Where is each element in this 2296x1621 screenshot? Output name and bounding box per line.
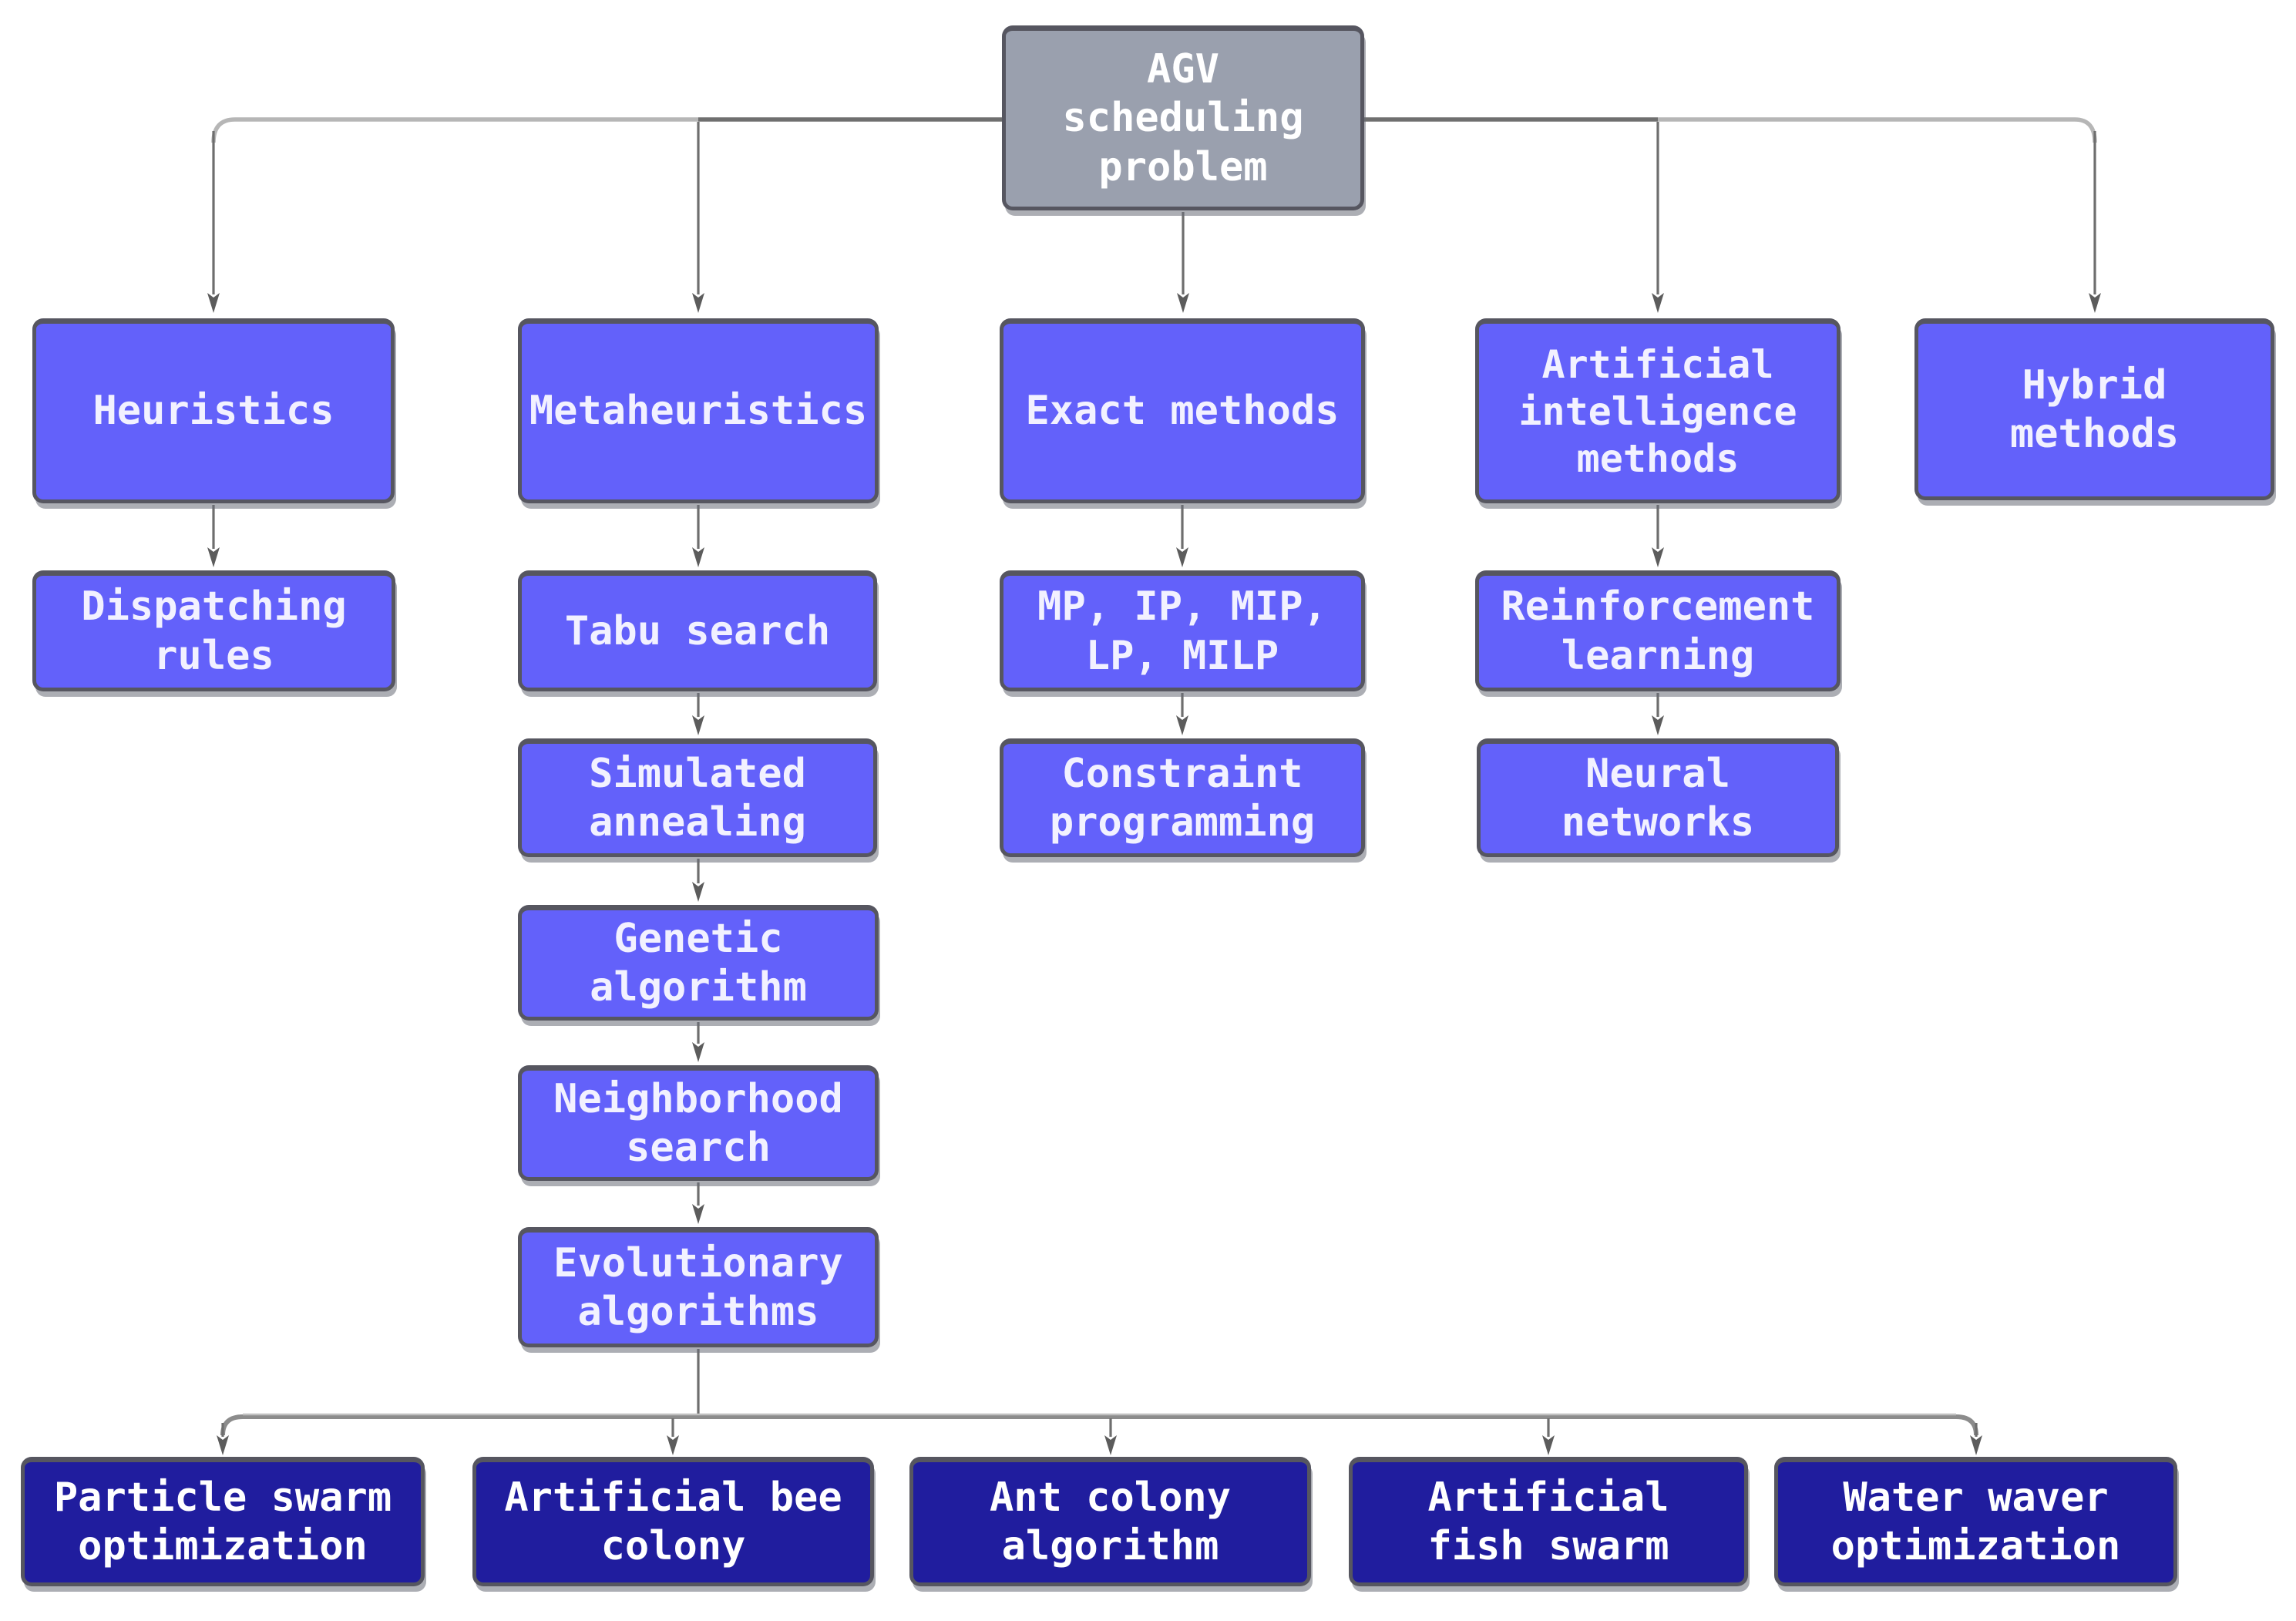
node-water-waver-optimization: Water waver optimization [1774,1457,2177,1586]
node-genetic-algorithm: Genetic algorithm [518,905,879,1021]
node-artificial-bee-colony: Artificial bee colony [472,1457,874,1586]
node-ant-colony-algorithm: Ant colony algorithm [909,1457,1311,1586]
node-dispatching-rules: Dispatching rules [32,570,395,691]
node-mp-ip-mip-lp-milp: MP, IP, MIP, LP, MILP [1000,570,1365,691]
node-evolutionary-algorithms: Evolutionary algorithms [518,1227,879,1347]
node-reinforcement-learning: Reinforcement learning [1475,570,1840,691]
node-heuristics: Heuristics [32,318,395,503]
node-particle-swarm-optimization: Particle swarm optimization [21,1457,425,1586]
node-artificial-intelligence-methods: Artificial intelligence methods [1475,318,1840,503]
node-tabu-search: Tabu search [518,570,877,691]
node-exact-methods: Exact methods [1000,318,1365,503]
node-metaheuristics: Metaheuristics [518,318,879,503]
node-neural-networks: Neural networks [1477,738,1839,857]
node-constraint-programming: Constraint programming [1000,738,1365,857]
node-artificial-fish-swarm: Artificial fish swarm [1349,1457,1748,1586]
node-neighborhood-search: Neighborhood search [518,1065,879,1181]
node-agv-scheduling-problem: AGV scheduling problem [1002,25,1364,210]
node-hybrid-methods: Hybrid methods [1914,318,2274,500]
node-simulated-annealing: Simulated annealing [518,738,877,857]
